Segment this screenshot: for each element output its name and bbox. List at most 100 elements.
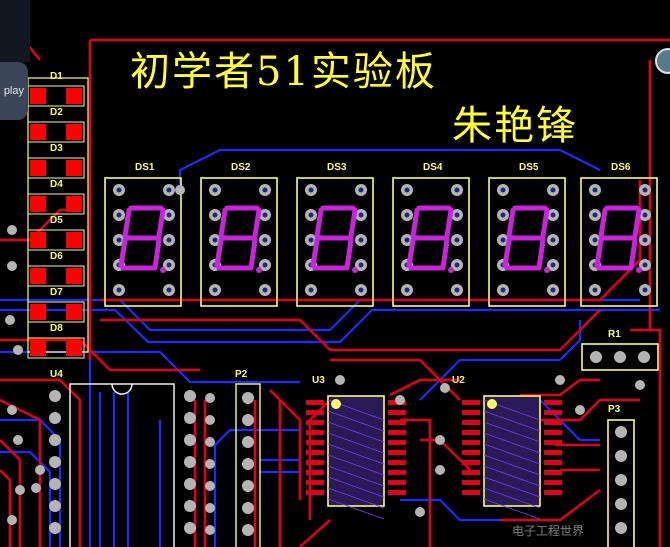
display-2-pad-hole <box>212 212 218 218</box>
display-2-pad-hole <box>262 187 268 193</box>
display-3-pad-hole <box>308 187 314 193</box>
u3-soic-footprint-pad-right <box>388 440 406 445</box>
u2-soic-footprint-pad-left <box>462 400 480 405</box>
u2-soic-footprint-pad-right <box>544 440 562 445</box>
led-label-6: D6 <box>50 251 63 262</box>
play-button[interactable]: play <box>0 62 28 120</box>
u2-soic-footprint-pad-right <box>544 420 562 425</box>
led-label-7: D7 <box>50 287 63 298</box>
display-2-segment-2 <box>248 237 258 271</box>
p2-pin <box>242 436 254 448</box>
display-3-pad-hole <box>358 237 364 243</box>
display-3-pad-hole <box>358 187 364 193</box>
display-6-segment-2 <box>628 237 638 271</box>
display-6-segment-4 <box>594 237 604 269</box>
u3-soic-footprint-pad-left <box>306 470 324 475</box>
r1-label: R1 <box>608 329 621 340</box>
display-1-pad-hole <box>116 237 122 243</box>
display-5-segment-1 <box>540 207 550 239</box>
display-6-segment-5 <box>598 207 608 239</box>
top-trace-7 <box>0 439 22 547</box>
u4-pin <box>184 500 196 512</box>
display-5-pad-hole <box>500 237 506 243</box>
led-7 <box>27 301 85 323</box>
bottom-trace-1 <box>0 308 660 344</box>
display-label-6: DS6 <box>611 162 631 173</box>
display-3-pad-hole <box>358 262 364 268</box>
u2-soic-footprint-hatch <box>483 421 541 443</box>
led-5-outline <box>27 229 85 251</box>
u3-soic-footprint-pad-right <box>388 490 406 495</box>
via <box>435 465 445 475</box>
u3-soic-footprint-hatch <box>327 487 385 509</box>
u4-outline <box>69 383 175 547</box>
display-5-pad-hole <box>550 262 556 268</box>
u2-soic-footprint-pad-left <box>462 440 480 445</box>
watermark: 电子工程世界 <box>512 524 585 538</box>
display-1-outline <box>104 177 182 307</box>
display-3-pad-hole <box>358 287 364 293</box>
u3-soic-footprint-hatch <box>327 498 385 520</box>
p2-side-pin <box>205 525 215 535</box>
display-4-pad-hole <box>454 237 460 243</box>
display-2-pad-hole <box>212 237 218 243</box>
display-4-pad-hole <box>404 187 410 193</box>
display-2-pad-hole <box>212 187 218 193</box>
display-5-pad-hole <box>550 187 556 193</box>
bottom-trace-8 <box>213 428 300 547</box>
u3-soic-footprint-pad-left <box>306 480 324 485</box>
led-4-outline <box>27 193 85 215</box>
p2-pin <box>242 524 254 536</box>
p2-side-pin <box>205 437 215 447</box>
u4-pin <box>184 456 196 468</box>
display-1-segment-1 <box>156 207 166 239</box>
led-label-3: D3 <box>50 143 63 154</box>
u3-soic-footprint-hatch <box>327 476 385 498</box>
display-1 <box>104 177 182 307</box>
led-3-pad-left <box>30 160 46 176</box>
u3-soic-footprint-hatch <box>327 432 385 454</box>
top-layer-traces <box>0 9 670 547</box>
display-1-pad-hole <box>166 287 172 293</box>
floating-action-icon[interactable] <box>655 48 670 74</box>
u4-pin <box>184 478 196 490</box>
u3-soic-footprint-body <box>327 395 385 507</box>
u3-soic-footprint-pad-right <box>388 480 406 485</box>
led-6 <box>27 265 85 287</box>
p2-side-pin <box>205 415 215 425</box>
bottom-trace-6 <box>0 418 62 547</box>
display-label-2: DS2 <box>231 162 251 173</box>
via <box>440 383 450 393</box>
display-6-pad-hole <box>642 187 648 193</box>
via <box>35 465 45 475</box>
u3-soic-footprint <box>306 395 406 520</box>
via <box>575 405 585 415</box>
u3-soic-footprint-pad-left <box>306 430 324 435</box>
u2-soic-footprint-pad-left <box>462 430 480 435</box>
u4-pin <box>49 412 61 424</box>
via <box>7 515 17 525</box>
p2-outline <box>235 383 261 547</box>
via <box>7 225 17 235</box>
top-trace-2 <box>100 180 642 302</box>
display-label-5: DS5 <box>519 162 539 173</box>
display-6-pad-hole <box>642 237 648 243</box>
display-1-pad-hole <box>116 187 122 193</box>
display-1-pad-hole <box>166 212 172 218</box>
play-button-label: play <box>3 85 24 97</box>
p3-pin <box>615 474 627 486</box>
r1-outline <box>581 343 659 371</box>
u2-soic-footprint-body <box>483 395 541 507</box>
display-4-segment-4 <box>406 237 416 269</box>
u2-soic-footprint-hatch <box>483 443 541 465</box>
u3-soic-footprint-hatch <box>327 454 385 476</box>
p2-side-pin <box>205 503 215 513</box>
display-1-pad-hole <box>166 262 172 268</box>
via <box>435 435 445 445</box>
u4-label: U4 <box>50 369 63 380</box>
u2-soic-footprint-pad-right <box>544 460 562 465</box>
led-label-2: D2 <box>50 107 63 118</box>
display-6-decimal-point <box>636 267 642 273</box>
display-6-pad-hole <box>642 262 648 268</box>
